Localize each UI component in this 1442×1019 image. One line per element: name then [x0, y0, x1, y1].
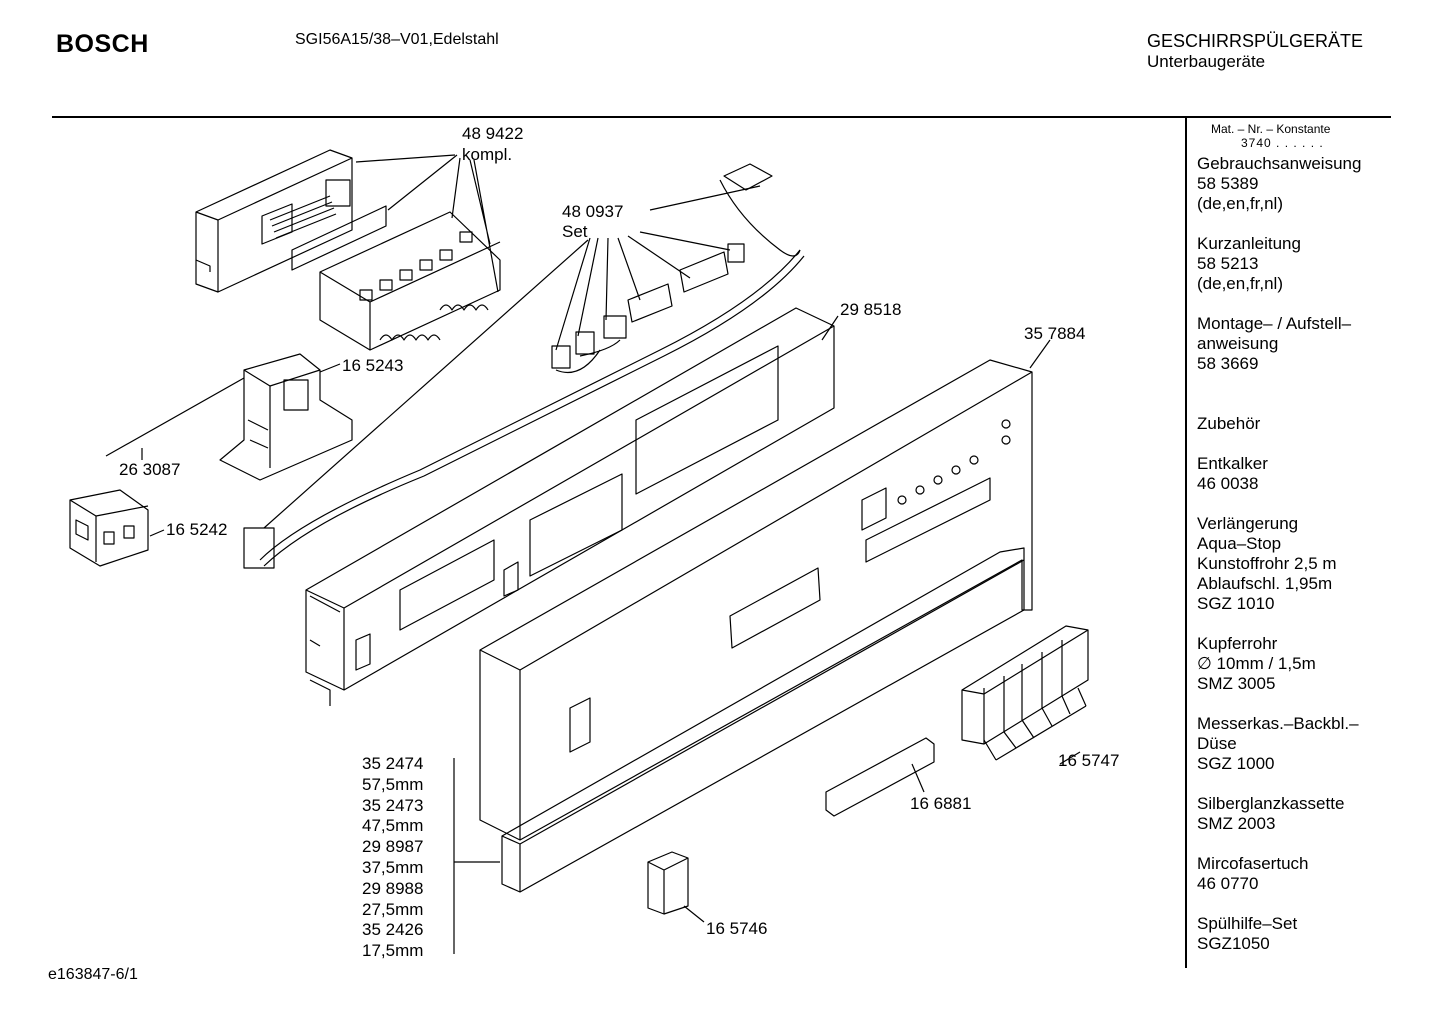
- sidebar-line: 58 3669: [1197, 354, 1259, 373]
- mat-number: 3740 . . . . . .: [1241, 136, 1324, 150]
- dimension-item: 57,5mm: [362, 774, 424, 794]
- sidebar-line: SGZ 1010: [1197, 594, 1275, 613]
- small-block-drawing: [647, 851, 689, 915]
- sidebar-line: 58 5389: [1197, 174, 1259, 193]
- label-165746: 16 5746: [706, 919, 768, 938]
- light-guide-drawing: [825, 737, 935, 817]
- sidebar-block: Zubehör: [1197, 414, 1397, 434]
- header-divider: [52, 116, 1391, 118]
- model-number: SGI56A15/38–V01,Edelstahl: [295, 31, 499, 48]
- sidebar-line: Verlängerung: [1197, 514, 1299, 533]
- label-489422-sub: kompl.: [462, 145, 513, 164]
- label-165242: 16 5242: [166, 520, 228, 539]
- sidebar-line: 58 5213: [1197, 254, 1259, 273]
- sidebar-divider: [1185, 118, 1187, 968]
- sidebar-line: Aqua–Stop: [1197, 534, 1282, 553]
- label-166881: 16 6881: [910, 794, 972, 813]
- front-panel-frame-drawing: [305, 307, 835, 706]
- sidebar-line: Spülhilfe–Set: [1197, 914, 1298, 933]
- dimension-item: 17,5mm: [362, 941, 424, 961]
- label-480937-sub: Set: [562, 222, 588, 241]
- sidebar-line: Zubehör: [1197, 414, 1261, 433]
- sidebar-line: (de,en,fr,nl): [1197, 274, 1283, 293]
- relay-drawing: [69, 489, 149, 567]
- dimension-item: 47,5mm: [362, 816, 424, 836]
- sidebar-line: SMZ 2003: [1197, 814, 1276, 833]
- label-357884: 35 7884: [1024, 324, 1086, 343]
- sidebar-line: Kurzanleitung: [1197, 234, 1301, 253]
- leader-lines: [105, 154, 1087, 954]
- sidebar-line: Entkalker: [1197, 454, 1268, 473]
- sidebar-line: Silberglanzkassette: [1197, 794, 1345, 813]
- sidebar-line: SMZ 3005: [1197, 674, 1276, 693]
- brand-logo: BOSCH: [56, 30, 149, 58]
- sidebar-line: Montage– / Aufstell–: [1197, 314, 1352, 333]
- label-298518: 29 8518: [840, 300, 902, 319]
- sidebar-line: 46 0038: [1197, 474, 1259, 493]
- sidebar-line: Mircofasertuch: [1197, 854, 1309, 873]
- dimension-item: 27,5mm: [362, 899, 424, 919]
- dimension-item: 35 2474: [362, 754, 424, 773]
- sidebar-line: 46 0770: [1197, 874, 1259, 893]
- category-title: GESCHIRRSPÜLGERÄTE: [1147, 31, 1364, 51]
- sidebar-line: (de,en,fr,nl): [1197, 194, 1283, 213]
- category-subtitle: Unterbaugeräte: [1147, 52, 1266, 71]
- drawing-id: e163847-6/1: [48, 966, 138, 983]
- dimension-item: 35 2473: [362, 795, 424, 815]
- sidebar-line: Kupferrohr: [1197, 634, 1278, 653]
- label-263087: 26 3087: [119, 460, 181, 479]
- sidebar-line: Ablaufschl. 1,95m: [1197, 574, 1333, 593]
- sidebar-line: Messerkas.–Backbl.–: [1197, 714, 1359, 733]
- dimension-item: 35 2426: [362, 920, 424, 940]
- sidebar-line: ∅ 10mm / 1,5m: [1197, 654, 1316, 673]
- label-165747: 16 5747: [1058, 751, 1120, 770]
- dimension-item: 29 8987: [362, 837, 424, 857]
- label-489422: 48 9422: [462, 124, 524, 143]
- dimension-item: 29 8988: [362, 878, 424, 898]
- outer-panel-drawing: [479, 359, 1033, 841]
- trim-strip-drawing: [501, 547, 1025, 893]
- sidebar-line: SGZ1050: [1197, 934, 1270, 953]
- control-module-drawing: [195, 149, 501, 351]
- sidebar-line: Düse: [1197, 734, 1237, 753]
- sidebar-line: SGZ 1000: [1197, 754, 1275, 773]
- wiring-harness-drawing: [243, 163, 805, 569]
- sidebar-line: anweisung: [1197, 334, 1279, 353]
- sidebar-line: Gebrauchsanweisung: [1197, 154, 1362, 173]
- push-buttons-drawing: [961, 625, 1089, 745]
- sidebar: Mat. – Nr. – Konstante 3740 . . . . . . …: [1197, 122, 1397, 954]
- dimension-item: 37,5mm: [362, 857, 424, 877]
- label-165243: 16 5243: [342, 356, 404, 375]
- mat-heading: Mat. – Nr. – Konstante: [1211, 122, 1331, 136]
- label-480937: 48 0937: [562, 202, 624, 221]
- sidebar-line: Kunstoffrohr 2,5 m: [1197, 554, 1337, 573]
- housing-drawing: [219, 353, 353, 481]
